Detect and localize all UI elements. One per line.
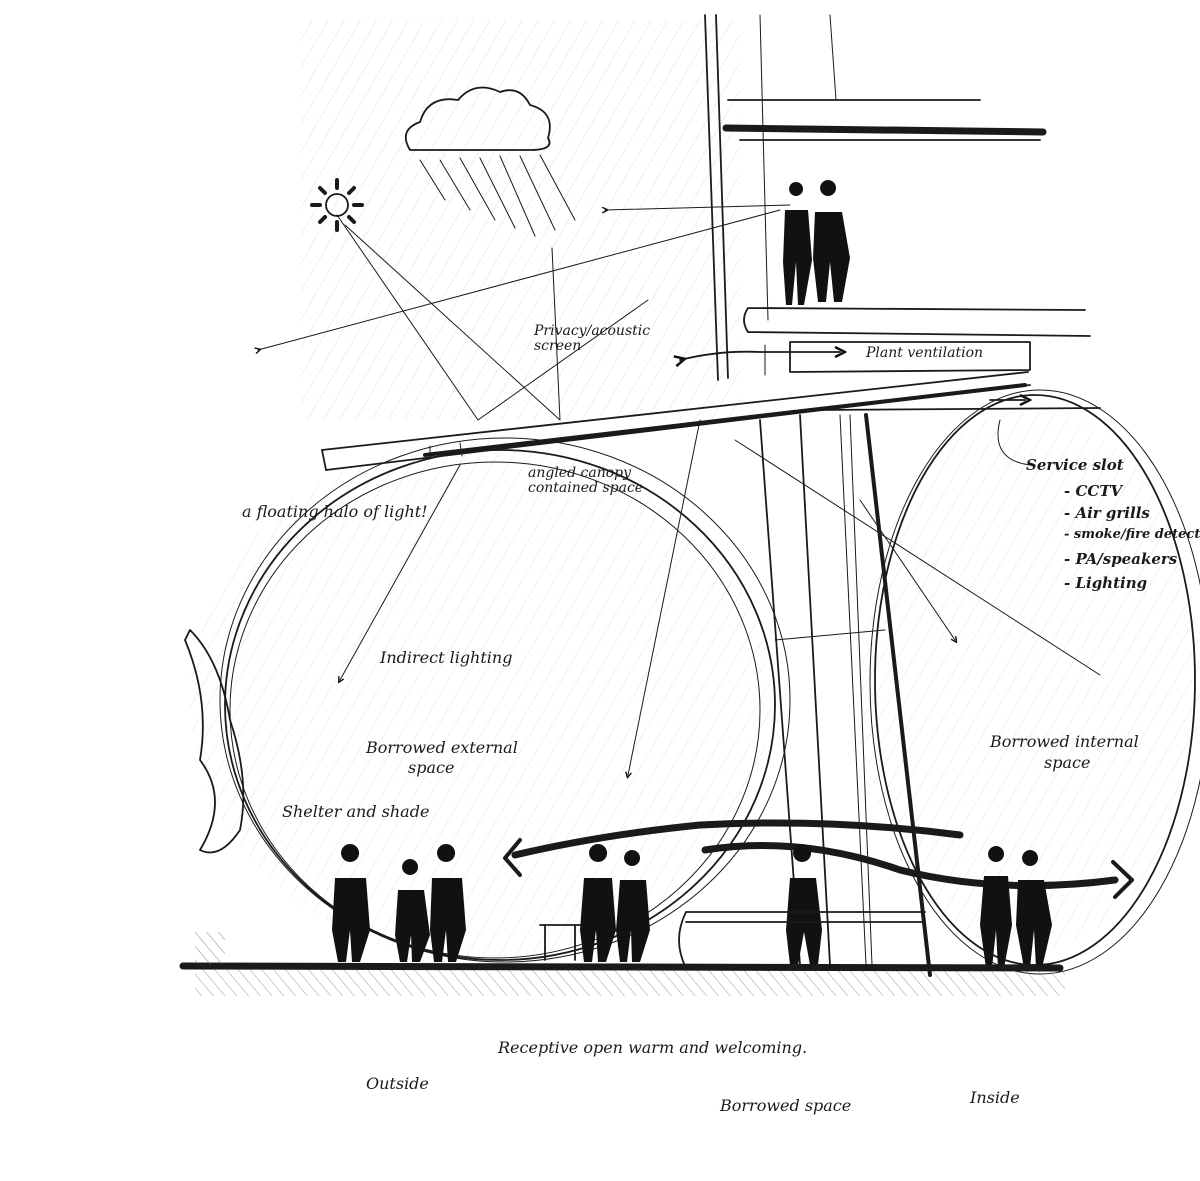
service-item: - Air grills	[1064, 504, 1150, 522]
angled-canopy-label: angled canopy contained space	[528, 465, 644, 496]
plant-ventilation-label: Plant ventilation	[866, 345, 984, 361]
borrowed-internal-label-2: space	[1044, 753, 1091, 772]
ground-line	[179, 932, 1065, 996]
background-shading	[190, 20, 1200, 960]
light-rays	[258, 204, 1101, 775]
receptive-caption: Receptive open warm and welcoming.	[498, 1038, 808, 1057]
people-upper	[783, 180, 850, 305]
shelter-shade-label: Shelter and shade	[282, 802, 430, 821]
borrowed-external-label-2: space	[408, 758, 455, 777]
service-item: - Lighting	[1064, 574, 1148, 592]
borrowed-internal-label: Borrowed internal	[990, 732, 1139, 751]
central-tower	[759, 413, 932, 977]
outside-caption: Outside	[366, 1074, 429, 1093]
people-ground	[332, 844, 1052, 969]
borrowed-external-label: Borrowed external	[366, 738, 518, 757]
upper-building	[704, 14, 1091, 381]
tree-foliage	[184, 629, 245, 854]
halo-of-light-label: a floating halo of light!	[242, 502, 428, 521]
cloud-icon	[404, 86, 551, 151]
privacy-screen-label: Privacy/acoustic screen	[534, 323, 651, 354]
angled-canopy	[321, 371, 1101, 471]
service-item: - PA/speakers	[1064, 550, 1178, 568]
service-slot-label: Service slot	[1026, 456, 1124, 474]
service-item: - smoke/fire detect	[1064, 527, 1200, 542]
inside-caption: Inside	[970, 1088, 1020, 1107]
service-item: - CCTV	[1064, 482, 1123, 500]
indirect-lighting-label: Indirect lighting	[380, 648, 513, 667]
sun-icon	[310, 178, 364, 232]
borrowed-space-caption: Borrowed space	[720, 1096, 852, 1115]
rain-icon	[419, 154, 576, 237]
